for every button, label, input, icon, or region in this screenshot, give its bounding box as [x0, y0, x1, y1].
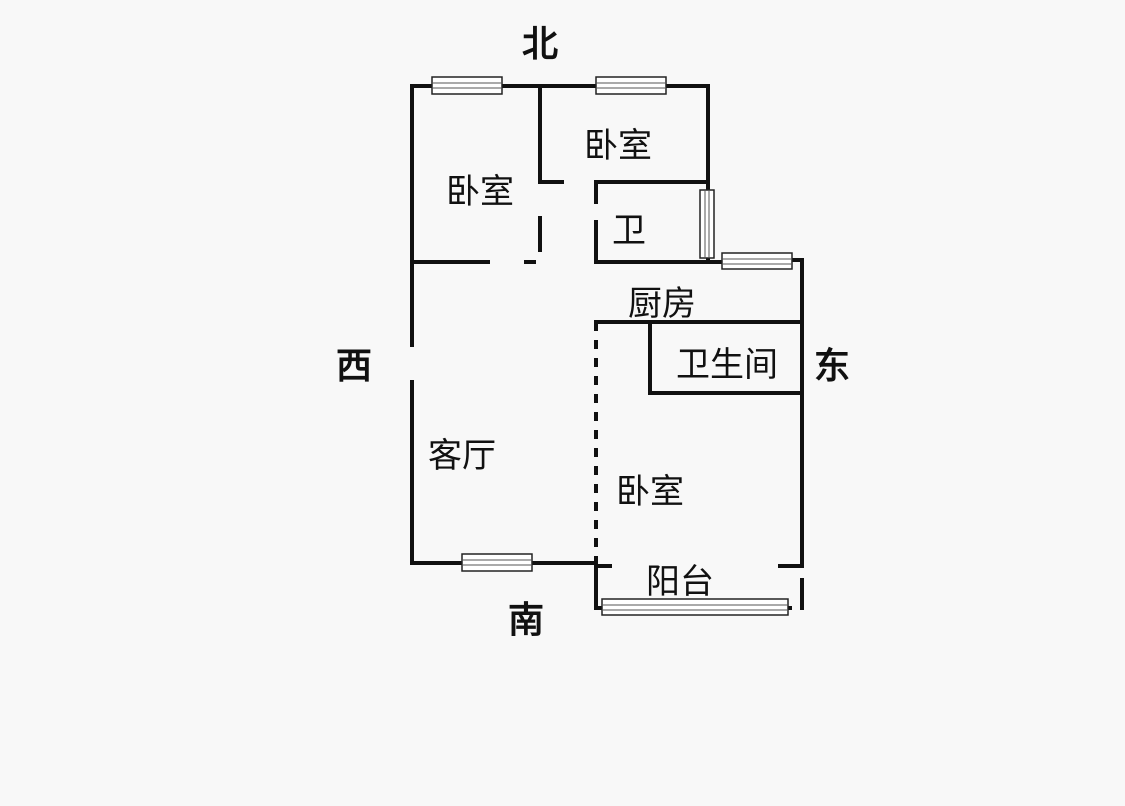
compass-east: 东 [814, 346, 850, 387]
compass-north: 北 [522, 24, 558, 65]
window-north-1 [431, 76, 503, 95]
room-label-living-room: 客厅 [428, 436, 496, 476]
room-label-bathroom-small: 卫 [612, 211, 646, 251]
room-label-bedroom-nw: 卧室 [446, 172, 514, 212]
window-north-2 [595, 76, 667, 95]
room-labels: 卧室 卧室 卫 厨房 卫生间 客厅 卧室 阳台 [428, 126, 778, 602]
wall-bath-small [594, 180, 710, 264]
window-living-south [461, 553, 533, 572]
room-label-bathroom: 卫生间 [676, 345, 778, 385]
compass: 北 南 西 东 [336, 24, 850, 641]
wall-bathroom-west [648, 320, 804, 395]
windows [431, 76, 793, 616]
window-kitchen-north [721, 252, 793, 270]
wall-east [788, 258, 804, 610]
window-bath-small-east [699, 189, 715, 259]
room-label-balcony: 阳台 [646, 562, 714, 602]
room-label-kitchen: 厨房 [628, 284, 696, 324]
room-label-bedroom-north: 卧室 [584, 126, 652, 166]
compass-west: 西 [336, 346, 372, 387]
window-balcony-south [601, 598, 789, 616]
compass-south: 南 [508, 600, 544, 641]
room-label-bedroom-south: 卧室 [616, 472, 684, 512]
